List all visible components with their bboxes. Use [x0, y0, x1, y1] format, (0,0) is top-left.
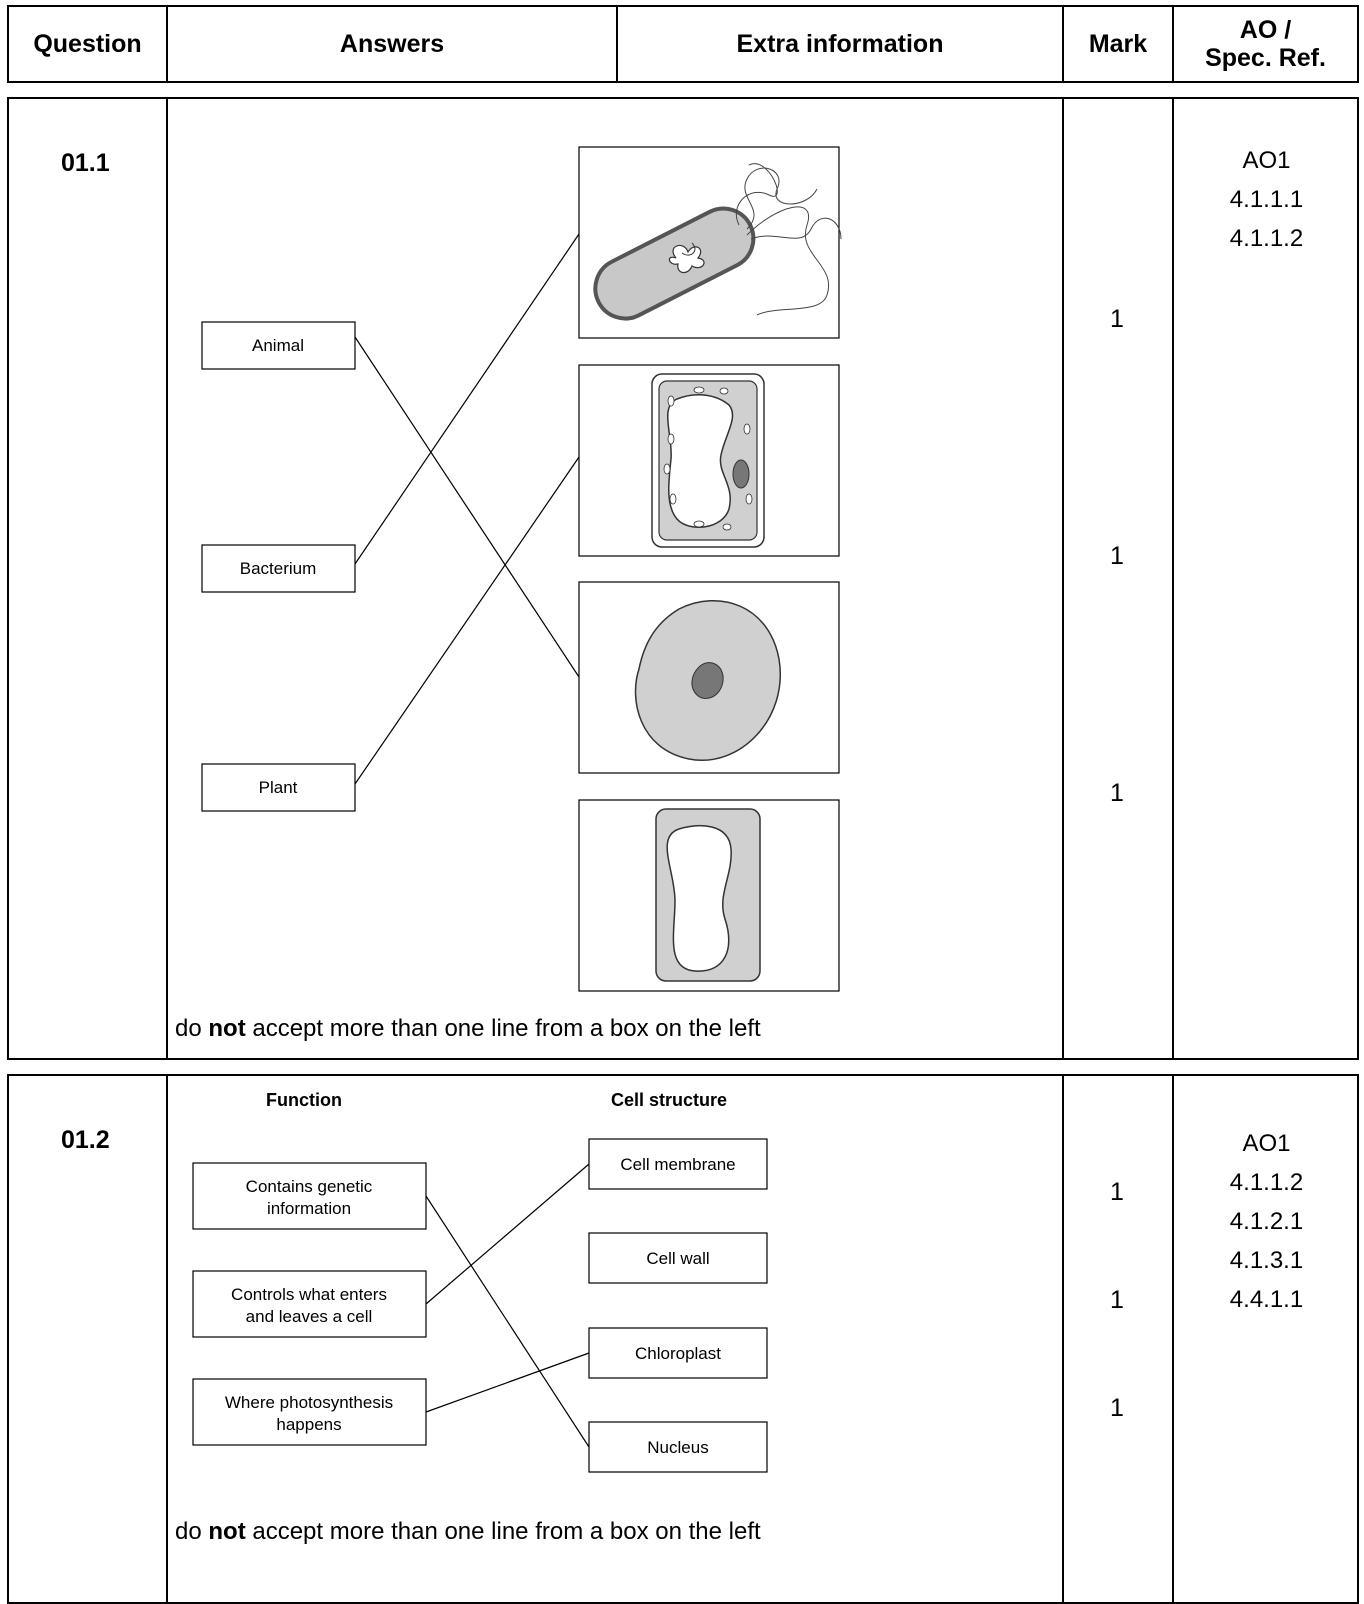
- column-heading-function: Function: [266, 1090, 342, 1110]
- function-box-controls-entry: Controls what enters and leaves a cell: [192, 1270, 427, 1338]
- mark-1: 1: [1110, 1178, 1124, 1206]
- structure-box-chloroplast: Chloroplast: [588, 1327, 768, 1379]
- unknown-cell-drawing: [655, 808, 761, 982]
- match-line-animal: [354, 336, 580, 678]
- function-box-photosynthesis: Where photosynthesis happens: [192, 1378, 427, 1446]
- question-01-1-row: 01.1 Animal Bacterium Plant: [7, 97, 1359, 1060]
- spec-ref: 4.1.1.2: [1229, 1169, 1304, 1196]
- svg-text:information: information: [267, 1199, 351, 1218]
- mark-2: 1: [1110, 1286, 1124, 1314]
- header-ao-line1: AO /: [1239, 16, 1292, 44]
- match-line-controls-to-membrane: [425, 1163, 590, 1305]
- mark-3: 1: [1110, 1394, 1124, 1422]
- function-structure-matching-diagram: Function Cell structure Contains genetic…: [192, 1090, 768, 1473]
- svg-text:happens: happens: [276, 1415, 341, 1434]
- match-line-photosynthesis-to-chloroplast: [425, 1352, 590, 1413]
- question-01-2-row: 01.2 Function Cell structure Contains ge…: [7, 1074, 1359, 1604]
- header-extra-information: Extra information: [736, 30, 944, 58]
- label-box-plant: Plant: [201, 763, 356, 812]
- spec-ref: 4.4.1.1: [1229, 1286, 1304, 1313]
- ao-code: AO1: [1242, 1130, 1291, 1157]
- svg-text:Contains genetic: Contains genetic: [246, 1177, 373, 1196]
- mark-2: 1: [1110, 542, 1124, 570]
- plant-cell-drawing: [651, 373, 765, 548]
- match-line-plant: [354, 456, 580, 785]
- header-ao-line2: Spec. Ref.: [1205, 44, 1326, 72]
- ao-spec-ref-list: AO1 4.1.1.2 4.1.2.1 4.1.3.1 4.4.1.1: [1176, 1124, 1357, 1319]
- structure-box-cell-wall: Cell wall: [588, 1232, 768, 1284]
- spec-ref: 4.1.2.1: [1229, 1208, 1304, 1235]
- mark-1: 1: [1110, 305, 1124, 333]
- label-box-animal: Animal: [201, 321, 356, 370]
- spec-ref: 4.1.3.1: [1229, 1247, 1304, 1274]
- function-box-genetic-information: Contains genetic information: [192, 1162, 427, 1230]
- svg-text:Cell wall: Cell wall: [646, 1249, 709, 1268]
- animal-cell-drawing: [634, 600, 781, 761]
- label-bacterium: Bacterium: [240, 559, 317, 578]
- svg-text:Where photosynthesis: Where photosynthesis: [225, 1393, 393, 1412]
- label-box-bacterium: Bacterium: [201, 544, 356, 593]
- svg-text:Nucleus: Nucleus: [647, 1438, 708, 1457]
- svg-text:Controls what enters: Controls what enters: [231, 1285, 387, 1304]
- question-number: 01.2: [61, 1126, 110, 1154]
- label-animal: Animal: [252, 336, 304, 355]
- match-line-genetic-to-nucleus: [425, 1195, 590, 1448]
- structure-box-nucleus: Nucleus: [588, 1421, 768, 1473]
- svg-text:and leaves a cell: and leaves a cell: [246, 1307, 373, 1326]
- svg-text:Cell membrane: Cell membrane: [620, 1155, 735, 1174]
- header-mark: Mark: [1088, 30, 1148, 58]
- header-question: Question: [33, 30, 142, 58]
- answer-note: do not accept more than one line from a …: [175, 1518, 761, 1545]
- structure-box-cell-membrane: Cell membrane: [588, 1138, 768, 1190]
- ao-code: AO1: [1242, 147, 1291, 174]
- match-line-bacterium: [354, 233, 580, 565]
- header-table: Question Answers Extra information Mark …: [7, 5, 1359, 83]
- svg-text:Chloroplast: Chloroplast: [635, 1344, 721, 1363]
- cell-matching-diagram: Animal Bacterium Plant: [201, 146, 842, 992]
- mark-3: 1: [1110, 779, 1124, 807]
- answer-note: do not accept more than one line from a …: [175, 1015, 761, 1042]
- bacterium-drawing: [593, 163, 842, 321]
- ao-spec-ref-list: AO1 4.1.1.1 4.1.1.2: [1176, 141, 1357, 258]
- note-emphasis: not: [208, 1518, 246, 1545]
- note-emphasis: not: [208, 1015, 246, 1042]
- question-number: 01.1: [61, 149, 110, 177]
- column-heading-cell-structure: Cell structure: [611, 1090, 727, 1110]
- spec-ref: 4.1.1.1: [1229, 186, 1304, 213]
- header-answers: Answers: [339, 30, 445, 58]
- spec-ref: 4.1.1.2: [1229, 225, 1304, 252]
- label-plant: Plant: [259, 778, 298, 797]
- header-ao-spec-ref: AO / Spec. Ref.: [1174, 7, 1357, 81]
